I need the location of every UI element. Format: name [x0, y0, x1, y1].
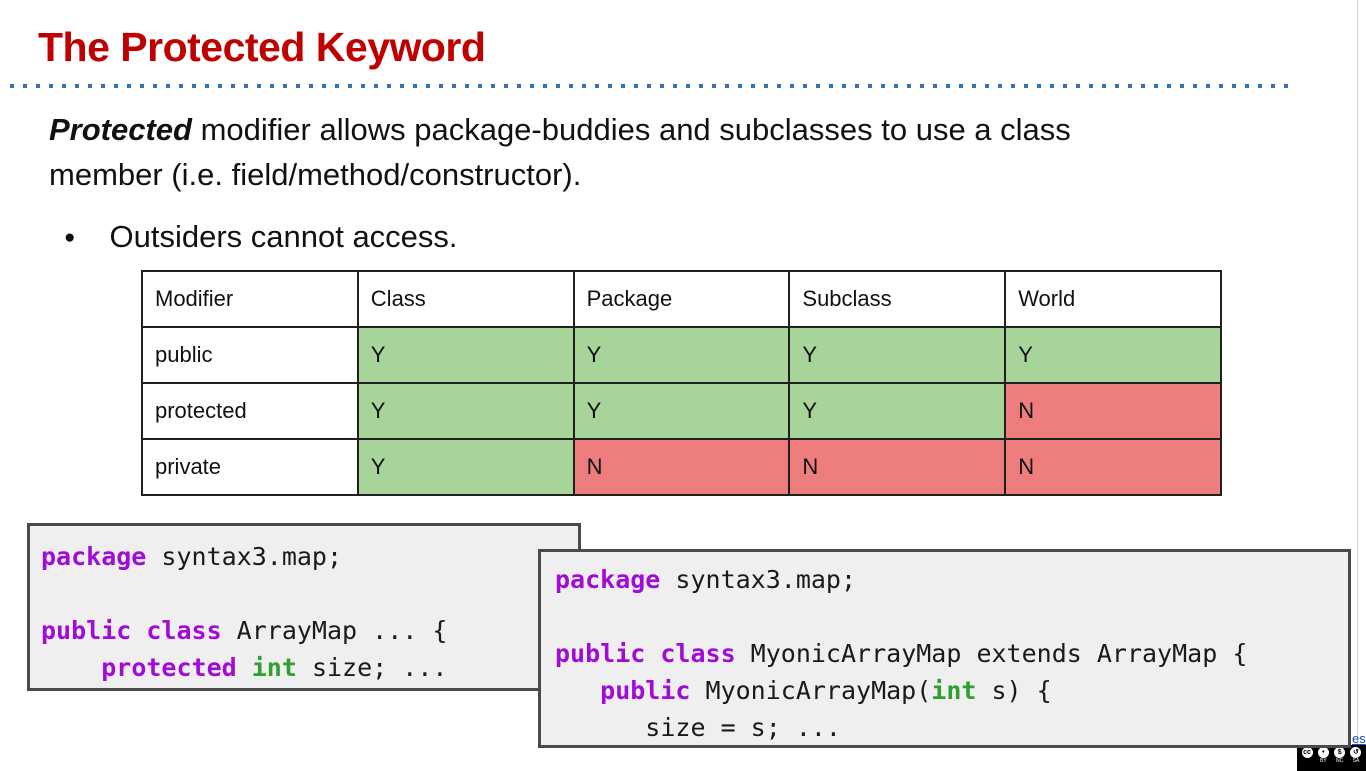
table-row-protected: protected Y Y Y N [141, 382, 1222, 440]
keyword-token: package [41, 542, 147, 571]
access-cell: N [572, 438, 791, 496]
keyword-token: public class [41, 616, 222, 645]
code-line: package syntax3.map; [41, 538, 578, 575]
cc-sa-label: SA [1352, 758, 1360, 764]
code-text: size; ... [296, 653, 448, 682]
clipped-link-fragment[interactable]: es [1352, 731, 1366, 746]
cc-nc-label: NC [1336, 758, 1344, 764]
cc-sa-icon: ↺ [1350, 747, 1362, 758]
code-text: MyonicArrayMap( [690, 676, 932, 705]
modifier-cell: protected [141, 382, 359, 440]
modifier-cell: public [141, 326, 359, 384]
table-row-private: private Y N N N [141, 438, 1222, 496]
cc-by: • BY [1316, 747, 1330, 771]
code-text: syntax3.map; [146, 542, 343, 571]
code-line: public class MyonicArrayMap extends Arra… [555, 635, 1348, 672]
cc-by-icon: • [1317, 747, 1329, 758]
access-cell: N [1004, 438, 1222, 496]
cc-by-label: BY [1319, 758, 1327, 764]
code-line: size = s; ... [555, 709, 1348, 746]
code-text: s) { [976, 676, 1052, 705]
code-text [41, 653, 101, 682]
access-cell: N [788, 438, 1007, 496]
code-line [555, 598, 1348, 635]
code-text: size = s; ... [555, 713, 841, 742]
access-cell: Y [788, 326, 1007, 384]
intro-text: modifier allows package-buddies and subc… [191, 112, 1071, 147]
cc-nc: $ NC [1333, 747, 1347, 771]
access-cell: N [1004, 382, 1222, 440]
type-token: int [931, 676, 977, 705]
access-cell: Y [572, 382, 791, 440]
page-title: The Protected Keyword [38, 24, 486, 70]
intro-paragraph: Protected modifier allows package-buddie… [49, 107, 1269, 197]
code-line [41, 575, 578, 612]
keyword-token: public class [555, 639, 736, 668]
table-row-public: public Y Y Y Y [141, 326, 1222, 384]
code-text [555, 676, 600, 705]
code-block-arraymap: package syntax3.map; public class ArrayM… [27, 523, 581, 691]
access-cell: Y [1004, 326, 1222, 384]
access-cell: Y [788, 382, 1007, 440]
title-divider-dotted-line [10, 84, 1292, 88]
slide-edge-line [1357, 0, 1358, 768]
column-header-world: World [1004, 270, 1222, 328]
cc-logo-icon: cc [1301, 747, 1313, 758]
code-text: ArrayMap ... { [221, 616, 448, 645]
type-token: int [251, 653, 297, 682]
access-cell: Y [572, 326, 791, 384]
cc-sa: ↺ SA [1349, 747, 1363, 771]
column-header-subclass: Subclass [788, 270, 1007, 328]
access-cell: Y [356, 438, 575, 496]
keyword-token: package [555, 565, 661, 594]
modifier-cell: private [141, 438, 359, 496]
cc-logo: cc [1300, 747, 1314, 771]
intro-line-1: Protected modifier allows package-buddie… [49, 107, 1269, 152]
intro-line-2: member (i.e. field/method/constructor). [49, 157, 582, 192]
code-text [237, 653, 252, 682]
keyword-token: public [600, 676, 691, 705]
access-table: Modifier Class Package Subclass World pu… [141, 270, 1222, 496]
column-header-package: Package [572, 270, 791, 328]
column-header-class: Class [356, 270, 575, 328]
keyword-token: protected [101, 653, 237, 682]
column-header-modifier: Modifier [141, 270, 359, 328]
table-header-row: Modifier Class Package Subclass World [141, 270, 1222, 328]
access-cell: Y [356, 382, 575, 440]
code-line: public MyonicArrayMap(int s) { [555, 672, 1348, 709]
code-line: package syntax3.map; [555, 561, 1348, 598]
code-text: MyonicArrayMap extends ArrayMap { [735, 639, 1248, 668]
code-block-myonicarraymap: package syntax3.map; public class Myonic… [538, 549, 1351, 748]
bullet-item: ● Outsiders cannot access. [64, 219, 458, 255]
bullet-text: Outsiders cannot access. [109, 219, 458, 254]
code-line: protected int size; ... [41, 649, 578, 686]
protected-keyword-emphasis: Protected [49, 112, 192, 147]
bullet-icon: ● [64, 227, 76, 248]
access-cell: Y [356, 326, 575, 384]
cc-license-badge[interactable]: cc • BY $ NC ↺ SA [1297, 745, 1366, 771]
code-line: public class ArrayMap ... { [41, 612, 578, 649]
cc-nc-icon: $ [1334, 747, 1346, 758]
code-text: syntax3.map; [660, 565, 857, 594]
